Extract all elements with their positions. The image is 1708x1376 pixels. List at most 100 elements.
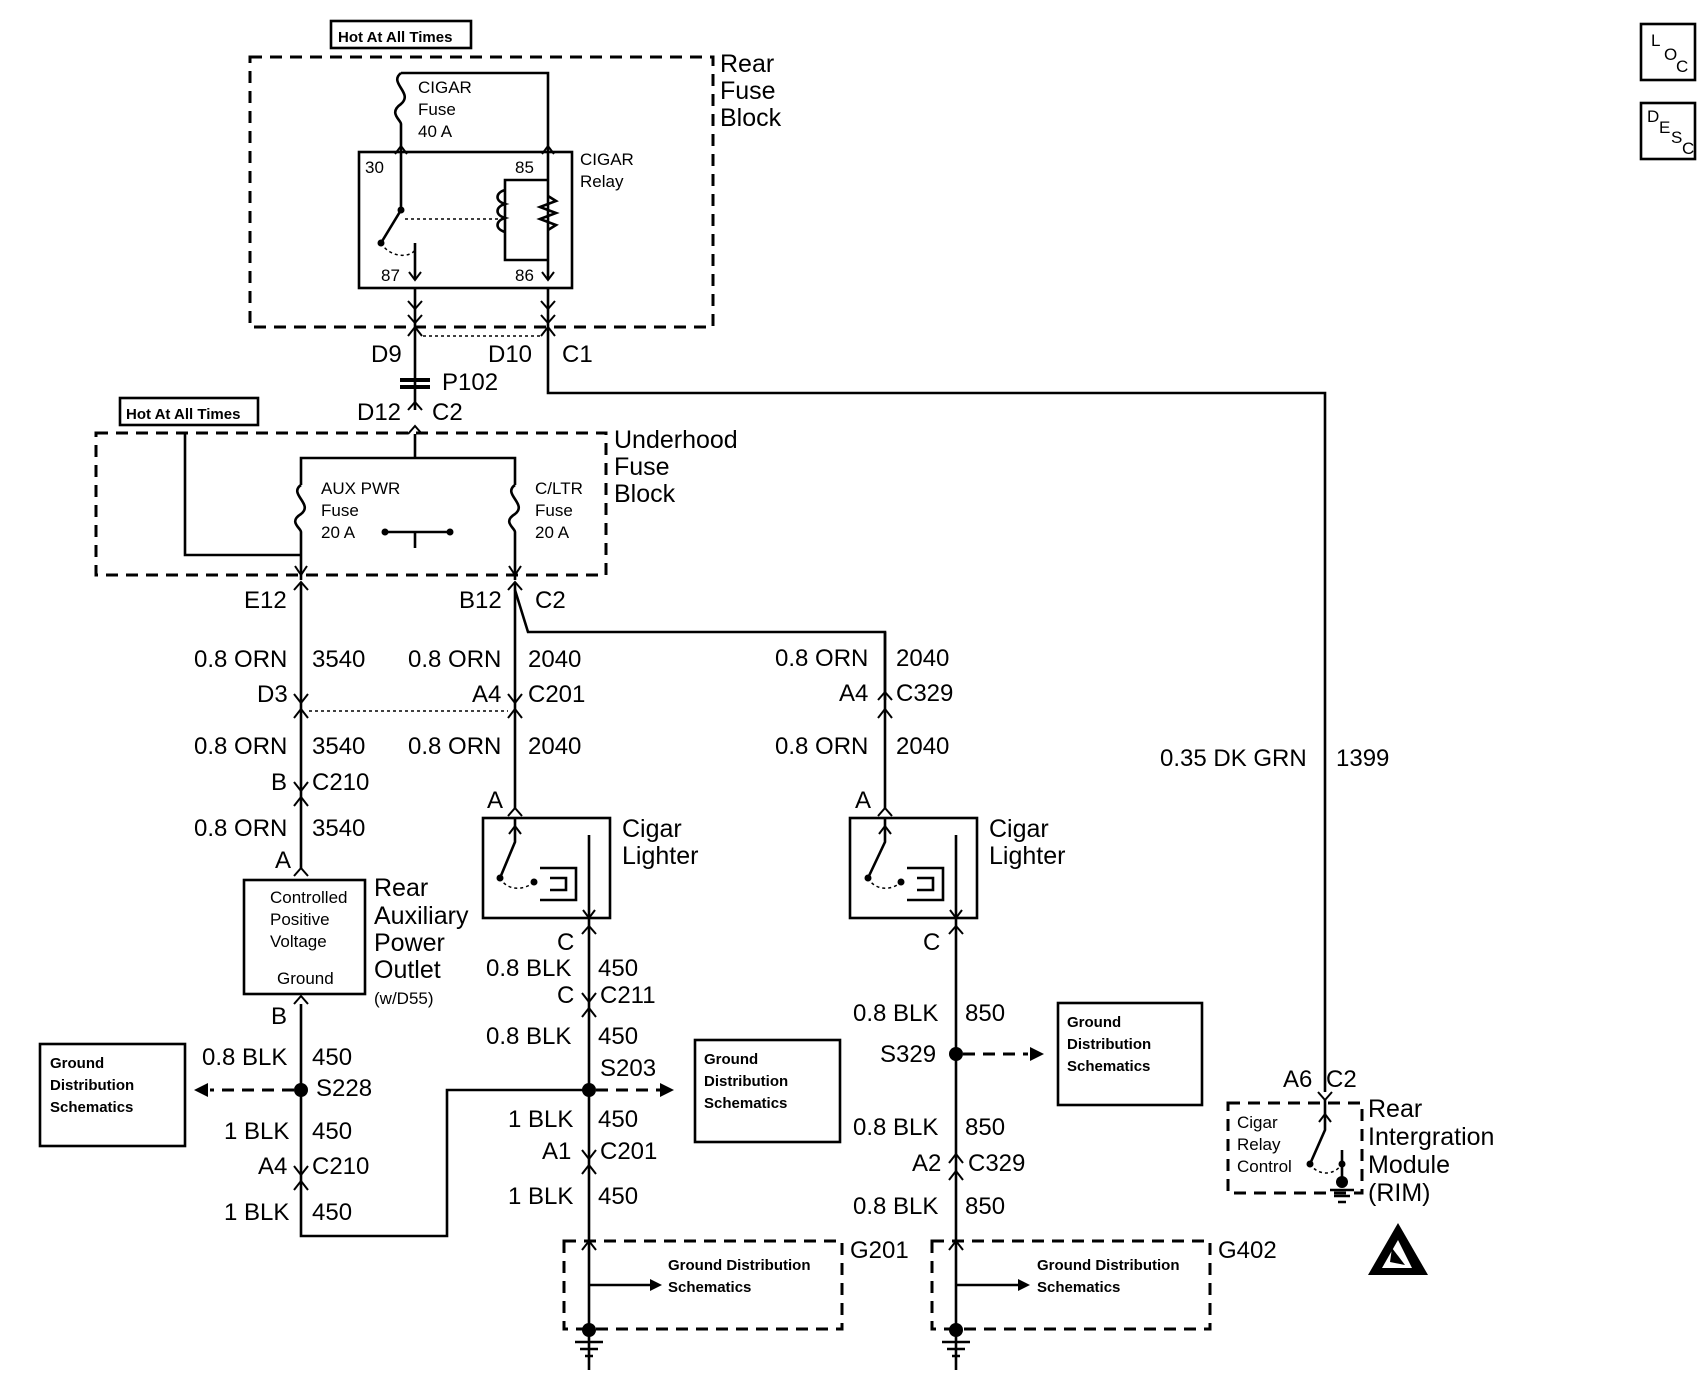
left-branch-outlet-box-1-text: Positive — [270, 910, 330, 929]
left-branch-outlet-label-0-text: Rear — [374, 874, 428, 902]
left-branch-outlet-label-1-text: Auxiliary — [374, 902, 469, 930]
middle-branch-c4-text: 450 — [598, 1023, 638, 1050]
middle-branch-c3-text: 450 — [598, 955, 638, 982]
rear-auxiliary-power-outlet: Controlled Positive Voltage Ground — [242, 878, 367, 996]
middle-branch-w4-text: 0.8 BLK — [486, 1023, 571, 1050]
underhood-c2-text: C2 — [535, 587, 566, 614]
left-branch-outlet-label-2-text: Power — [374, 929, 445, 957]
underhood-label-1-text: Fuse — [614, 453, 670, 481]
right-branch-w4-text: 0.8 BLK — [853, 1114, 938, 1141]
rear-fuse-block-relay-0-text: CIGAR — [580, 150, 634, 169]
right-branch-w3-text: 0.8 BLK — [853, 1000, 938, 1027]
icons-loc-0-text: L — [1651, 31, 1660, 50]
underhood-aux-fuse-0-text: AUX PWR — [321, 479, 400, 498]
splice-s329 — [949, 1047, 963, 1061]
rear-fuse-block-cigar-fuse-0-text: CIGAR — [418, 78, 472, 97]
ground-schematics-0-text: Ground — [704, 1051, 758, 1068]
middle-branch-c-text: C — [557, 929, 574, 956]
ground-schematics-1-text: Distribution — [704, 1073, 788, 1090]
left-branch-w4-text: 0.8 BLK — [202, 1044, 287, 1071]
rim-outline — [1226, 1101, 1364, 1195]
rear-fuse-block-label: Rear Fuse Block — [720, 50, 782, 132]
rim-branch-a6-text: A6 — [1283, 1066, 1312, 1093]
middle-branch-c5-text: 450 — [598, 1106, 638, 1133]
hot-labels-1-text: Hot At All Times — [126, 406, 240, 423]
rim-branch-w1-text: 0.35 DK GRN — [1160, 745, 1307, 772]
ground-symbol-g402 — [942, 1323, 970, 1358]
left-branch-a-text: A — [275, 847, 291, 874]
icons-loc-2-text: C — [1676, 57, 1688, 76]
ground-schematics-box-right[interactable]: Ground Distribution Schematics — [1056, 1001, 1204, 1107]
left-branch-c4-text: 450 — [312, 1044, 352, 1071]
left-branch-c3-text: 3540 — [312, 815, 365, 842]
right-branch-a4-text: A4 — [839, 680, 868, 707]
relay-coil — [496, 188, 510, 234]
middle-branch-c-b-text: C — [557, 982, 574, 1009]
right-branch-a-text: A — [855, 787, 871, 814]
left-branch-c210b-text: C210 — [312, 1153, 369, 1180]
ground-schematics-box-left[interactable]: Ground Distribution Schematics — [38, 1042, 187, 1148]
middle-branch-lighter-1-text: Lighter — [622, 842, 698, 870]
middle-branch-w1-text: 0.8 ORN — [408, 646, 501, 673]
ground-schematics-inline-0-text: Ground Distribution — [1037, 1257, 1179, 1274]
rear-fuse-block-label-1-text: Fuse — [720, 77, 776, 105]
ground-schematics-1-text: Distribution — [1067, 1036, 1151, 1053]
right-branch-c329b-text: C329 — [968, 1150, 1025, 1177]
ground-schematics-inline-1-text: Schematics — [1037, 1279, 1120, 1296]
rim-ground-symbol — [1330, 1176, 1354, 1204]
p102-connector: P102 — [400, 356, 498, 410]
left-branch-c5-text: 450 — [312, 1118, 352, 1145]
left-branch-outlet-box-2-text: Voltage — [270, 932, 327, 951]
left-branch-d3-text: D3 — [257, 681, 288, 708]
left-branch-outlet-label-3-text: Outlet — [374, 956, 441, 984]
connectors-top-d9-text: D9 — [371, 341, 402, 368]
splice-s228 — [294, 1083, 308, 1097]
ground-g201-outline — [562, 1239, 844, 1331]
connectors-top-d12-text: D12 — [357, 399, 401, 426]
middle-branch-s203-text: S203 — [600, 1055, 656, 1082]
hot-labels-0-text: Hot At All Times — [338, 29, 452, 46]
splice-s203 — [582, 1083, 596, 1097]
underhood-cltr-fuse-2-text: 20 A — [535, 523, 570, 542]
rear-fuse-block-pins-1-text: 85 — [515, 158, 534, 177]
ground-distribution-label-g201: Ground Distribution Schematics — [668, 1257, 810, 1296]
middle-branch-g201-text: G201 — [850, 1237, 909, 1264]
rim-branch-label-2-text: Module — [1368, 1151, 1450, 1179]
right-branch-w5-text: 0.8 BLK — [853, 1193, 938, 1220]
middle-branch-w3-text: 0.8 BLK — [486, 955, 571, 982]
middle-branch-c2-text: 2040 — [528, 733, 581, 760]
ground-schematics-1-text: Distribution — [50, 1077, 134, 1094]
rear-fuse-block-pins-0-text: 30 — [365, 158, 384, 177]
left-branch-c210-text: C210 — [312, 769, 369, 796]
ground-schematics-2-text: Schematics — [704, 1095, 787, 1112]
ground-symbol-g201 — [575, 1323, 603, 1358]
right-branch-c4-text: 850 — [965, 1114, 1005, 1141]
esd-warning-icon — [1368, 1223, 1428, 1275]
loc-icon[interactable]: L O C — [1639, 22, 1697, 82]
left-branch-w3-text: 0.8 ORN — [194, 815, 287, 842]
middle-branch-w5-text: 1 BLK — [508, 1106, 573, 1133]
middle-branch-a-text: A — [487, 787, 503, 814]
right-branch-s329-text: S329 — [880, 1041, 936, 1068]
icons-desc-0-text: D — [1647, 107, 1659, 126]
desc-icon[interactable]: D E S C — [1639, 101, 1697, 161]
middle-branch-a4-text: A4 — [472, 681, 501, 708]
icons-desc-1-text: E — [1659, 118, 1670, 137]
connectors-top-d10-text: D10 — [488, 341, 532, 368]
underhood-cltr-fuse-1-text: Fuse — [535, 501, 573, 520]
right-branch-c2-text: 2040 — [896, 733, 949, 760]
left-branch-c1-text: 3540 — [312, 646, 365, 673]
right-branch-c5-text: 850 — [965, 1193, 1005, 1220]
right-branch-c3-text: 850 — [965, 1000, 1005, 1027]
left-branch-a4-text: A4 — [258, 1153, 287, 1180]
middle-branch-c211-text: C211 — [600, 982, 656, 1009]
ground-schematics-box-middle[interactable]: Ground Distribution Schematics — [693, 1038, 842, 1144]
ground-schematics-2-text: Schematics — [50, 1099, 133, 1116]
rear-fuse-block-relay-1-text: Relay — [580, 172, 624, 191]
middle-branch-c6-text: 450 — [598, 1183, 638, 1210]
underhood-fuse-block-outline — [94, 431, 608, 577]
connectors-top-c1-text: C1 — [562, 341, 593, 368]
left-branch-outlet-label-4-text: (w/D55) — [374, 989, 434, 1008]
rear-fuse-block-label-0-text: Rear — [720, 50, 774, 78]
